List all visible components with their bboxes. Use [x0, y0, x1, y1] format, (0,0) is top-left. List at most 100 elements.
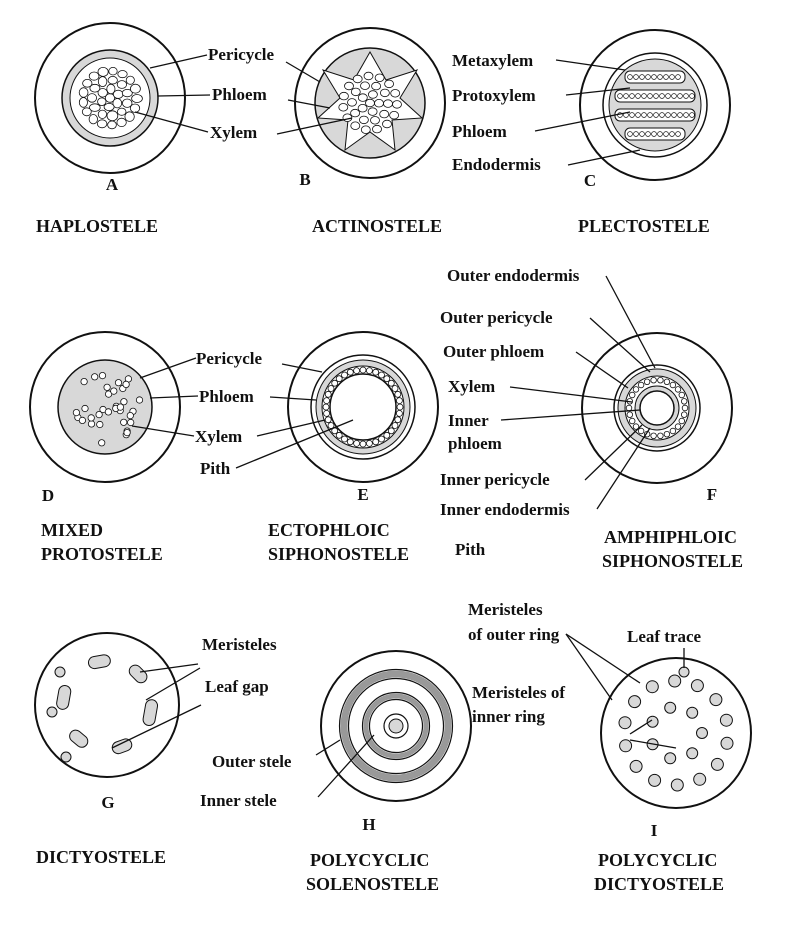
- xylem-cell: [379, 109, 390, 119]
- panel-g: Meristeles Leaf gap G DICTYOSTELE: [34, 632, 277, 867]
- panel-c-label-phloem: Phloem: [452, 122, 507, 141]
- meristele: [128, 664, 148, 684]
- mixed-cell: [80, 377, 88, 386]
- xylem-cell: [350, 108, 361, 118]
- xylem-cell: [129, 83, 141, 94]
- xylem-cell: [650, 432, 657, 439]
- xylem-cell: [383, 375, 391, 383]
- xylem-cell: [367, 107, 378, 116]
- mixed-cell: [98, 371, 107, 380]
- panel-f-label-phloem: phloem: [448, 434, 502, 453]
- xylem-cell: [121, 89, 133, 98]
- xylem-cell: [125, 75, 135, 85]
- xylem-cell: [390, 89, 401, 98]
- xylem-cell: [629, 112, 635, 118]
- xylem-cell: [663, 431, 671, 438]
- xylem-cell: [671, 93, 677, 99]
- xylem-cell: [372, 438, 380, 446]
- xylem-cell: [96, 119, 108, 129]
- panel-f-label-pith: Pith: [455, 540, 486, 559]
- xylem-cell: [653, 93, 659, 99]
- mixed-cell: [120, 418, 128, 426]
- xylem-cell: [353, 367, 361, 375]
- panel-i-meristeles: [618, 666, 734, 792]
- xylem-cell: [350, 121, 361, 130]
- panel-f-label-outer-endodermis: Outer endodermis: [447, 266, 580, 285]
- xylem-cell: [674, 386, 682, 393]
- xylem-cell: [372, 124, 382, 134]
- xylem-cell: [353, 439, 361, 447]
- xylem-cell: [367, 90, 378, 99]
- xylem-cell: [665, 93, 671, 99]
- xylem-cell: [374, 73, 385, 82]
- xylem-cell: [82, 79, 93, 88]
- xylem-cell: [324, 390, 332, 398]
- panel-a-xylem-cells: [78, 66, 143, 130]
- panel-d-xylem-leader: [131, 425, 195, 437]
- panel-c-label-protoxylem: Protoxylem: [452, 86, 536, 105]
- mixed-cell: [98, 439, 106, 447]
- panel-f-label-inner-endodermis: Inner endodermis: [440, 500, 570, 519]
- xylem-cell: [108, 66, 118, 76]
- panel-h-concentric-steles: [338, 668, 454, 784]
- xylem-cell: [674, 423, 682, 430]
- xylem-cell: [683, 93, 689, 99]
- xylem-cell: [341, 371, 348, 379]
- mixed-cell: [135, 396, 144, 404]
- xylem-cell: [391, 422, 399, 429]
- xylem-cell: [97, 109, 108, 119]
- xylem-cell: [116, 117, 127, 128]
- stele-band-fill: [340, 670, 452, 782]
- xylem-cell: [121, 98, 133, 108]
- xylem-cell: [391, 385, 399, 392]
- xylem-cell: [116, 107, 127, 116]
- xylem-cell: [379, 88, 390, 98]
- panel-g-letter: G: [101, 793, 114, 812]
- panel-i-title-line2: DICTYOSTELE: [594, 874, 724, 894]
- xylem-cell: [131, 94, 143, 103]
- panel-f-inner-pericycle-leader: [584, 424, 643, 481]
- mixed-cell: [91, 373, 99, 381]
- xylem-cell: [677, 93, 683, 99]
- mixed-cell: [116, 403, 125, 411]
- panel-c-label-metaxylem: Metaxylem: [452, 51, 533, 70]
- xylem-cell: [335, 431, 343, 439]
- panel-a-label-pericycle: Pericycle: [208, 45, 275, 64]
- mixed-cell: [120, 398, 128, 406]
- outer-meristele: [668, 674, 682, 688]
- xylem-cell: [641, 112, 647, 118]
- xylem-cell: [360, 81, 370, 90]
- panel-a-letter: A: [106, 175, 119, 194]
- panel-a: Pericycle Phloem Xylem A HAPLOSTELE: [34, 22, 275, 236]
- xylem-cell: [681, 398, 688, 405]
- xylem-cell: [394, 390, 402, 398]
- xylem-cell: [97, 76, 108, 87]
- panel-a-label-xylem: Xylem: [210, 123, 257, 142]
- panel-i-outer-meristele-leader-1: [565, 633, 641, 684]
- panel-g-title: DICTYOSTELE: [36, 847, 166, 867]
- xylem-cell: [675, 74, 681, 80]
- panel-d-phloem-leader: [149, 395, 199, 399]
- xylem-cell: [357, 103, 368, 113]
- panel-d-label-pericycle: Pericycle: [196, 349, 263, 368]
- panel-d-label-phloem: Phloem: [199, 387, 254, 406]
- panel-c-title: PLECTOSTELE: [578, 216, 710, 236]
- xylem-cell: [359, 440, 367, 448]
- xylem-cell: [657, 74, 663, 80]
- xylem-cell: [346, 368, 354, 376]
- xylem-cell: [384, 79, 395, 89]
- xylem-cell: [324, 416, 332, 424]
- panel-c-protoxylem-leader: [565, 87, 631, 96]
- panel-i-label-meristeles: Meristeles: [468, 600, 543, 619]
- xylem-cell: [663, 378, 671, 385]
- xylem-cell: [97, 97, 107, 106]
- xylem-cell: [129, 103, 141, 113]
- xylem-cell: [365, 439, 373, 447]
- panel-c-endodermis-leader: [567, 149, 641, 166]
- xylem-cell: [651, 74, 657, 80]
- meristele: [142, 699, 159, 726]
- xylem-cell: [97, 67, 109, 77]
- xylem-cell: [617, 93, 623, 99]
- xylem-cell: [629, 391, 636, 399]
- xylem-cell: [681, 411, 688, 418]
